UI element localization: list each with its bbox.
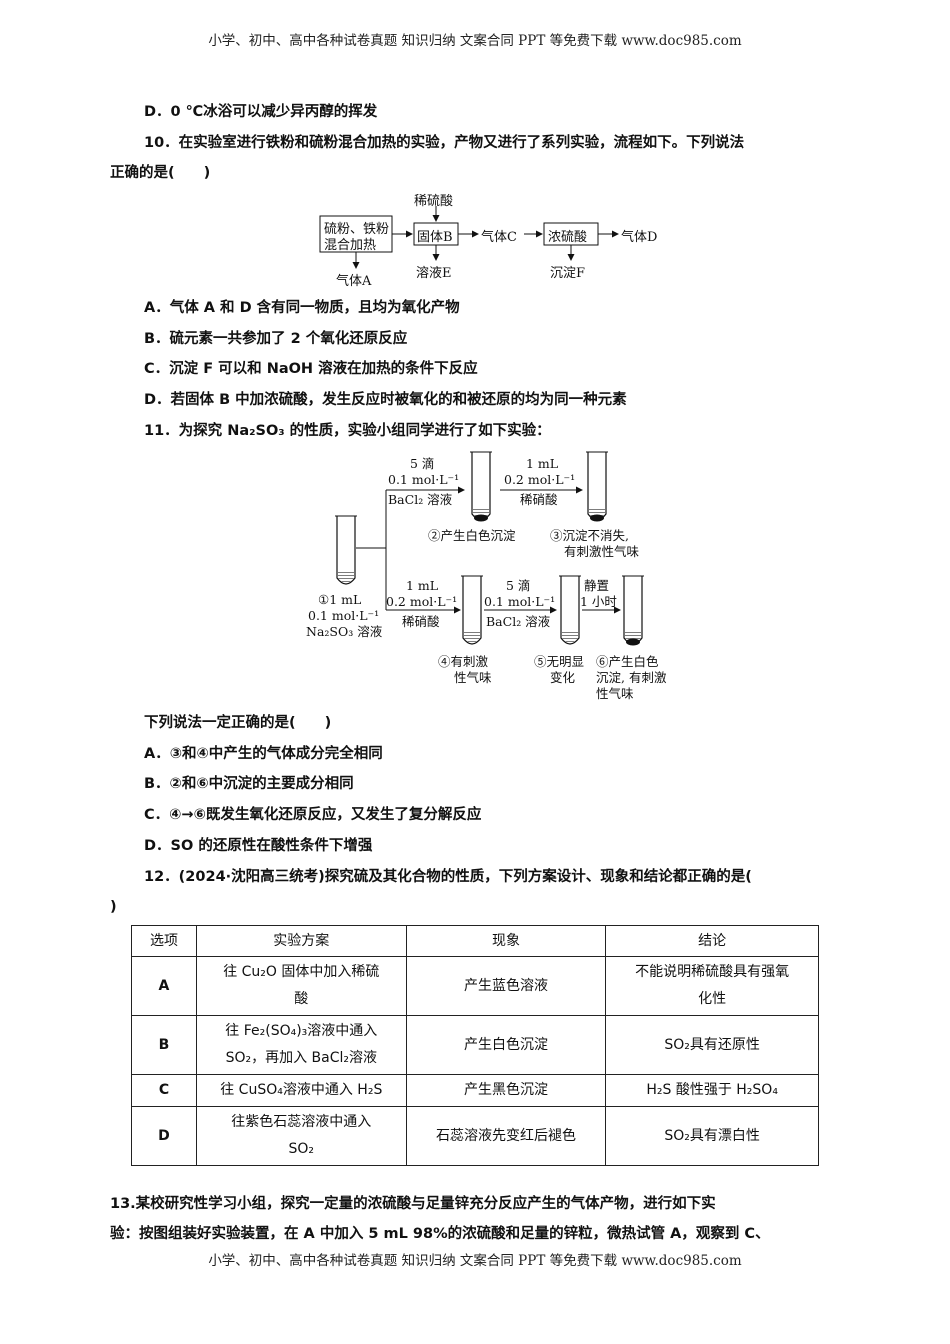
- q11-tube-figure: 5 滴 0.1 mol·L⁻¹ BaCl₂ 溶液 1 mL 0.2 mol·L⁻…: [300, 448, 700, 706]
- q11-stem: 11．为探究 Na₂SO₃ 的性质，实验小组同学进行了如下实验：: [144, 423, 551, 439]
- q10-option-d: D．若固体 B 中加浓硫酸，发生反应时被氧化的和被还原的均为同一种元素: [144, 392, 627, 408]
- q12-stem-line1: 12．(2024·沈阳高三统考)探究硫及其化合物的性质，下列方案设计、现象和结论…: [144, 869, 752, 885]
- q12-table: 选项 实验方案 现象 结论 A 往 Cu₂O 固体中加入稀硫酸 产生蓝色溶液 不…: [131, 925, 819, 1166]
- r2b-top1: 5 滴: [506, 578, 531, 593]
- r2-top2: 0.2 mol·L⁻¹: [386, 594, 458, 609]
- flow-lines: [319, 206, 619, 269]
- q11-option-a: A．③和④中产生的气体成分完全相同: [144, 746, 383, 762]
- plan-line1: 往 Cu₂O 固体中加入稀硫: [223, 964, 380, 980]
- plan-line2: SO₂: [288, 1141, 315, 1157]
- row-plan: 往 Fe₂(SO₄)₃溶液中通入 SO₂，再加入 BaCl₂溶液: [195, 1015, 407, 1075]
- row-conclusion: 不能说明稀硫酸具有强氧化性: [605, 956, 819, 1016]
- t5-label2: 变化: [550, 670, 576, 685]
- r1-top2: 0.1 mol·L⁻¹: [388, 472, 460, 487]
- t5-label1: ⑤无明显: [534, 654, 585, 669]
- row-conclusion: H₂S 酸性强于 H₂SO₄: [605, 1074, 819, 1107]
- row-plan: 往 CuSO₄溶液中通入 H₂S: [195, 1074, 407, 1107]
- con-line2: 化性: [698, 991, 727, 1007]
- r2-bot: 稀硝酸: [402, 614, 440, 629]
- con-line1: 不能说明稀硫酸具有强氧: [635, 964, 790, 980]
- flow-gas-a: 气体A: [336, 274, 372, 289]
- r1b-bot: 稀硝酸: [520, 492, 558, 507]
- q10-stem-line2: 正确的是( ): [110, 165, 211, 181]
- q11-question: 下列说法一定正确的是( ): [144, 715, 332, 731]
- table-row: C 往 CuSO₄溶液中通入 H₂S 产生黑色沉淀 H₂S 酸性强于 H₂SO₄: [131, 1074, 819, 1107]
- r1-bot: BaCl₂ 溶液: [388, 492, 453, 507]
- t6-label1: ⑥产生白色: [596, 654, 659, 669]
- plan-line1: 往紫色石蕊溶液中通入: [231, 1114, 372, 1130]
- r1b-top1: 1 mL: [526, 456, 559, 471]
- t3-label2: 有刺激性气味: [564, 544, 640, 559]
- plan-line2: 酸: [294, 991, 309, 1007]
- header-plan: 实验方案: [195, 925, 407, 957]
- q9-option-d: D．0 ℃冰浴可以减少异丙醇的挥发: [144, 104, 378, 120]
- q11-option-c: C．④→⑥既发生氧化还原反应，又发生了复分解反应: [144, 807, 482, 823]
- r2c-top2: 1 小时: [580, 594, 617, 609]
- q10-flow-diagram: 硫粉、铁粉 混合加热 气体A 稀硫酸 固体B 溶液E 气体C 浓硫酸 沉淀F 气…: [318, 190, 678, 289]
- t6-label3: 性气味: [596, 686, 634, 701]
- t1-label2: 0.1 mol·L⁻¹: [308, 608, 380, 623]
- header-conclusion: 结论: [605, 925, 819, 957]
- flow-box3: 浓硫酸: [548, 230, 588, 245]
- flow-precip-f: 沉淀F: [550, 266, 586, 281]
- row-phenomenon: 产生黑色沉淀: [405, 1074, 607, 1107]
- plan-line1: 往 Fe₂(SO₄)₃溶液中通入: [225, 1023, 378, 1039]
- table-header-row: 选项 实验方案 现象 结论: [131, 925, 819, 957]
- q11-option-b: B．②和⑥中沉淀的主要成分相同: [144, 776, 354, 792]
- t1-label1: ①1 mL: [318, 592, 362, 607]
- row-conclusion: SO₂具有还原性: [605, 1015, 819, 1075]
- header-option: 选项: [131, 925, 197, 957]
- q10-option-c: C．沉淀 F 可以和 NaOH 溶液在加热的条件下反应: [144, 361, 478, 377]
- row-plan: 往紫色石蕊溶液中通入 SO₂: [195, 1106, 407, 1166]
- row-conclusion: SO₂具有漂白性: [605, 1106, 819, 1166]
- flow-gas-c: 气体C: [481, 230, 517, 245]
- r2-top1: 1 mL: [406, 578, 439, 593]
- row-option: A: [131, 956, 197, 1016]
- flow-box1-line1: 硫粉、铁粉: [324, 222, 390, 237]
- r2b-top2: 0.1 mol·L⁻¹: [484, 594, 556, 609]
- page-footer: 小学、初中、高中各种试卷真题 知识归纳 文案合同 PPT 等免费下载 www.d…: [208, 1253, 742, 1269]
- t2-label: ②产生白色沉淀: [428, 528, 516, 543]
- q10-option-b: B．硫元素一共参加了 2 个氧化还原反应: [144, 331, 408, 347]
- table-row: D 往紫色石蕊溶液中通入 SO₂ 石蕊溶液先变红后褪色 SO₂具有漂白性: [131, 1106, 819, 1166]
- q13-line2: 验：按图组装好实验装置，在 A 中加入 5 mL 98%的浓硫酸和足量的锌粒，微…: [110, 1226, 770, 1242]
- t1-label3: Na₂SO₃ 溶液: [306, 624, 383, 639]
- table-row: A 往 Cu₂O 固体中加入稀硫酸 产生蓝色溶液 不能说明稀硫酸具有强氧化性: [131, 956, 819, 1016]
- row-option: B: [131, 1015, 197, 1075]
- row-option: D: [131, 1106, 197, 1166]
- t4-label2: 性气味: [454, 670, 492, 685]
- flow-solution-e: 溶液E: [416, 266, 452, 281]
- r1-top1: 5 滴: [410, 456, 435, 471]
- r2c-top1: 静置: [584, 578, 610, 593]
- flow-box1-line2: 混合加热: [324, 238, 377, 253]
- row-phenomenon: 产生白色沉淀: [405, 1015, 607, 1075]
- r2b-bot: BaCl₂ 溶液: [486, 614, 551, 629]
- row-plan: 往 Cu₂O 固体中加入稀硫酸: [195, 956, 407, 1016]
- row-option: C: [131, 1074, 197, 1107]
- flow-acid: 稀硫酸: [414, 194, 454, 209]
- tube-drawing: [335, 451, 644, 646]
- q12-stem-line2: ): [110, 899, 117, 915]
- page-header: 小学、初中、高中各种试卷真题 知识归纳 文案合同 PPT 等免费下载 www.d…: [208, 33, 742, 49]
- flow-gas-d: 气体D: [621, 230, 658, 245]
- t4-label1: ④有刺激: [438, 654, 489, 669]
- flow-box2: 固体B: [417, 230, 453, 245]
- table-row: B 往 Fe₂(SO₄)₃溶液中通入 SO₂，再加入 BaCl₂溶液 产生白色沉淀…: [131, 1015, 819, 1075]
- t6-label2: 沉淀, 有刺激: [596, 670, 667, 685]
- r1b-top2: 0.2 mol·L⁻¹: [504, 472, 576, 487]
- header-phenomenon: 现象: [405, 925, 607, 957]
- q10-stem-line1: 10．在实验室进行铁粉和硫粉混合加热的实验，产物又进行了系列实验，流程如下。下列…: [144, 135, 745, 151]
- row-phenomenon: 石蕊溶液先变红后褪色: [405, 1106, 607, 1166]
- row-phenomenon: 产生蓝色溶液: [405, 956, 607, 1016]
- t3-label1: ③沉淀不消失,: [550, 528, 629, 543]
- q13-line1: 13.某校研究性学习小组，探究一定量的浓硫酸与足量锌充分反应产生的气体产物，进行…: [110, 1196, 716, 1212]
- q10-option-a: A．气体 A 和 D 含有同一物质，且均为氧化产物: [144, 300, 460, 316]
- plan-line2: SO₂，再加入 BaCl₂溶液: [225, 1050, 377, 1066]
- q11-option-d: D．SO 的还原性在酸性条件下增强: [144, 838, 373, 854]
